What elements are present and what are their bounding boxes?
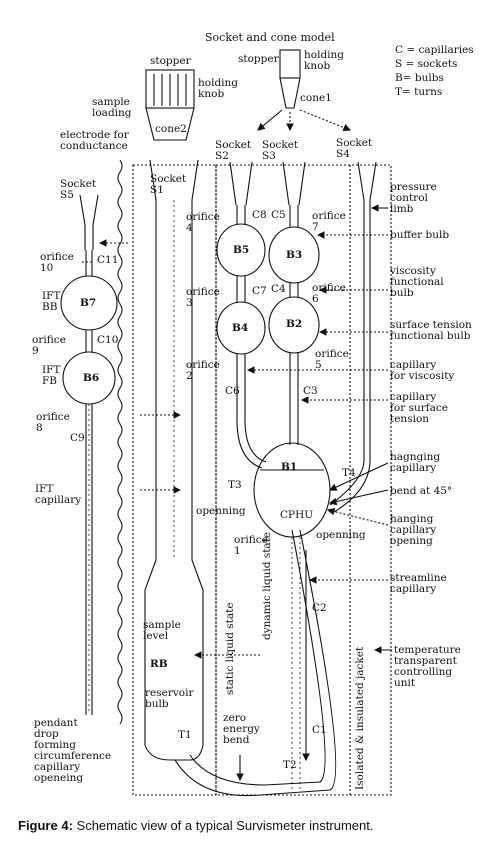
stopper-right — [279, 49, 301, 79]
legend-s: S = sockets — [395, 58, 458, 70]
stopper-right-label: stopper — [238, 53, 279, 65]
figure-caption: Figure 4: Schematic view of a typical Su… — [18, 818, 373, 833]
socket-s3-label: Socket S3 — [262, 139, 299, 162]
tube-s4 — [329, 161, 377, 513]
orifice5-label: orifice 5 — [315, 348, 349, 371]
orifice6-label: orifice 6 — [312, 282, 346, 305]
caption-text: Schematic view of a typical Survismeter … — [72, 818, 374, 833]
socket-s1-label: Socket S1 — [150, 173, 187, 196]
c1-label: C1 — [312, 724, 327, 736]
orifice10-label: orifice 10 — [40, 251, 74, 274]
caption-bold: Figure 4: — [18, 818, 73, 833]
b4-label: B4 — [232, 322, 249, 334]
c2-label: C2 — [312, 602, 327, 614]
t4-label: T4 — [342, 467, 356, 479]
orifice2-label: orifice 2 — [186, 359, 220, 382]
pendant-drop-label: pendant drop forming circumference capil… — [34, 717, 112, 784]
streamline-label: streamline capillary — [390, 572, 447, 595]
electrode-wire — [117, 159, 123, 725]
opening-left-label: openning — [196, 505, 246, 517]
orifice7-label: orifice 7 — [312, 210, 346, 233]
bulb-b1-cphu — [253, 442, 331, 538]
reservoir-bulb-label: reservoir bulb — [145, 687, 194, 710]
ift-fb-label: IFT FB — [42, 364, 61, 387]
socket-s5-label: Socket S5 — [60, 178, 97, 201]
capillary-viscosity-label: capillary for viscosity — [390, 359, 455, 382]
surface-tension-bulb-label: surface tension functional bulb — [390, 319, 472, 342]
bulb-b2 — [268, 296, 320, 354]
c9-label: C9 — [70, 432, 85, 444]
b5-label: B5 — [233, 244, 250, 256]
buffer-bulb-label: buffer bulb — [390, 229, 450, 241]
opening-right-label: openning — [316, 529, 366, 541]
bulb-b3 — [268, 226, 320, 284]
bend-t1 — [174, 529, 337, 797]
temperature-unit-label: temperature transparent controlling unit — [394, 644, 461, 689]
cone2-label: cone2 — [155, 123, 187, 135]
socket-s4-label: Socket S4 — [336, 137, 373, 160]
capillary-surface-tension-label: capillary for surface tension — [390, 391, 448, 425]
socket-s2-label: Socket S2 — [215, 139, 252, 162]
c11-label: C11 — [97, 254, 119, 266]
b7-label: B7 — [80, 297, 97, 309]
c3-label: C3 — [303, 385, 318, 397]
b1-label: B1 — [281, 461, 298, 473]
cone2 — [145, 107, 195, 141]
c6-label: C6 — [225, 385, 240, 397]
bulb-b7 — [60, 275, 118, 331]
static-liquid-state-label: static liquid state — [224, 602, 236, 695]
stopper-left-label: stopper — [150, 55, 191, 67]
bulb-b4 — [216, 301, 266, 355]
holding-knob-left-label: holding knob — [198, 77, 239, 100]
jacket-left — [132, 164, 217, 796]
dynamic-liquid-state-label: dynamic liquid state — [261, 531, 273, 640]
orifice8-label: orifice 8 — [36, 411, 70, 434]
ift-bb-label: IFT BB — [42, 290, 61, 313]
ift-tube — [60, 194, 118, 715]
holding-knob-right-label: holding knob — [304, 49, 345, 72]
legend-t: T= turns — [395, 86, 443, 98]
zero-energy-bend-label: zero energy bend — [223, 712, 260, 746]
t2-label: T2 — [283, 759, 297, 771]
orifice1-label: orifice 1 — [234, 534, 268, 557]
cone1 — [279, 77, 301, 109]
c4-label: C4 — [271, 283, 286, 295]
orifice9-label: orifice 9 — [32, 334, 66, 357]
rb-label: RB — [150, 658, 168, 670]
bulb-b5 — [216, 223, 266, 277]
viscosity-bulb-label: viscosity functional bulb — [390, 265, 444, 299]
jacket-label: Isolated & insulated jacket — [354, 646, 366, 790]
c10-label: C10 — [97, 334, 119, 346]
c5-label: C5 — [271, 209, 286, 221]
legend-b: B= bulbs — [395, 72, 444, 84]
hanging-opening-label: hanging capillary opening — [390, 513, 437, 547]
jacket-right — [215, 164, 392, 796]
b3-label: B3 — [286, 249, 303, 261]
t3-label: T3 — [228, 479, 242, 491]
tube-s1 — [144, 159, 204, 761]
c8-label: C8 — [252, 209, 267, 221]
c7-label: C7 — [252, 285, 267, 297]
bend45-label: bend at 45° — [390, 485, 453, 497]
orifice4-label: orifice 4 — [186, 211, 220, 234]
cphu-label: CPHU — [280, 509, 314, 521]
orifice3-label: orifice 3 — [186, 286, 220, 309]
electrode-label: electrode for conductance — [60, 129, 129, 152]
sample-loading-label: sample loading — [92, 96, 132, 119]
b6-label: B6 — [83, 372, 100, 384]
sample-level-label: sample level — [143, 619, 181, 642]
hanging-capillary-label: hagnging capillary — [390, 451, 441, 474]
b2-label: B2 — [286, 318, 303, 330]
t1-label: T1 — [178, 729, 192, 741]
legend-c: C = capillaries — [395, 44, 474, 56]
cone1-label: cone1 — [300, 92, 332, 104]
diagram-title: Socket and cone model — [205, 31, 335, 44]
pressure-control-label: pressure control limb — [390, 181, 437, 215]
ift-capillary-label: IFT capillary — [35, 483, 82, 506]
